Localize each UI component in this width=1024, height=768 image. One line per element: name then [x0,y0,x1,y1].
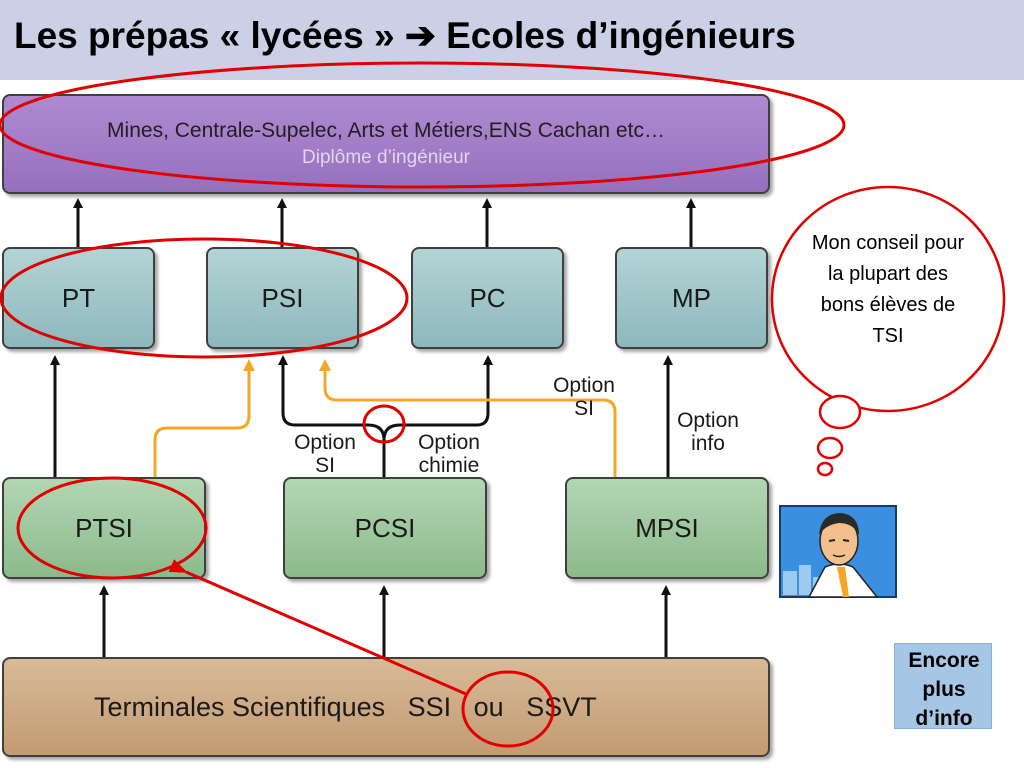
diploma-label: Diplôme d’ingénieur [302,147,470,168]
class-box-pc: PC [411,247,564,349]
class-box-pcsi: PCSI [283,477,487,579]
class-box-psi: PSI [206,247,359,349]
title-bar: Les prépas « lycées » ➔ Ecoles d’ingénie… [0,0,1024,80]
highlight-ssi [461,670,555,748]
highlight-ptsi [16,476,208,580]
schools-list: Mines, Centrale-Supelec, Arts et Métiers… [107,119,665,142]
arrow-ssi-to-ptsi [168,559,467,696]
highlight-pt-psi [0,237,409,359]
advice-cloud [770,185,1006,477]
highlight-junction [362,404,406,444]
arrow-ptsi-to-psi [153,359,255,477]
option-si-left-label: Option SI [294,431,356,477]
man-avatar-icon [779,505,897,598]
page-title: Les prépas « lycées » ➔ Ecoles d’ingénie… [14,15,796,56]
more-info-button[interactable]: Encore plus d’info [894,643,992,730]
option-info-label: Option info [677,409,739,455]
option-si-right-label: Option SI [553,374,615,420]
class-box-mpsi: MPSI [565,477,769,579]
class-box-pt: PT [2,247,155,349]
class-box-mp: MP [615,247,768,349]
arrow-pcsi-to-pc [382,355,493,441]
arrow-pcsi-to-psi [278,355,386,477]
highlight-schools [0,61,846,189]
more-info-label: Encore plus d’info [908,649,980,730]
option-chimie-label: Option chimie [418,431,480,477]
arrow-mpsi-to-psi [319,359,617,477]
advice-cloud-text: Mon conseil pour la plupart des bons élè… [811,232,965,347]
